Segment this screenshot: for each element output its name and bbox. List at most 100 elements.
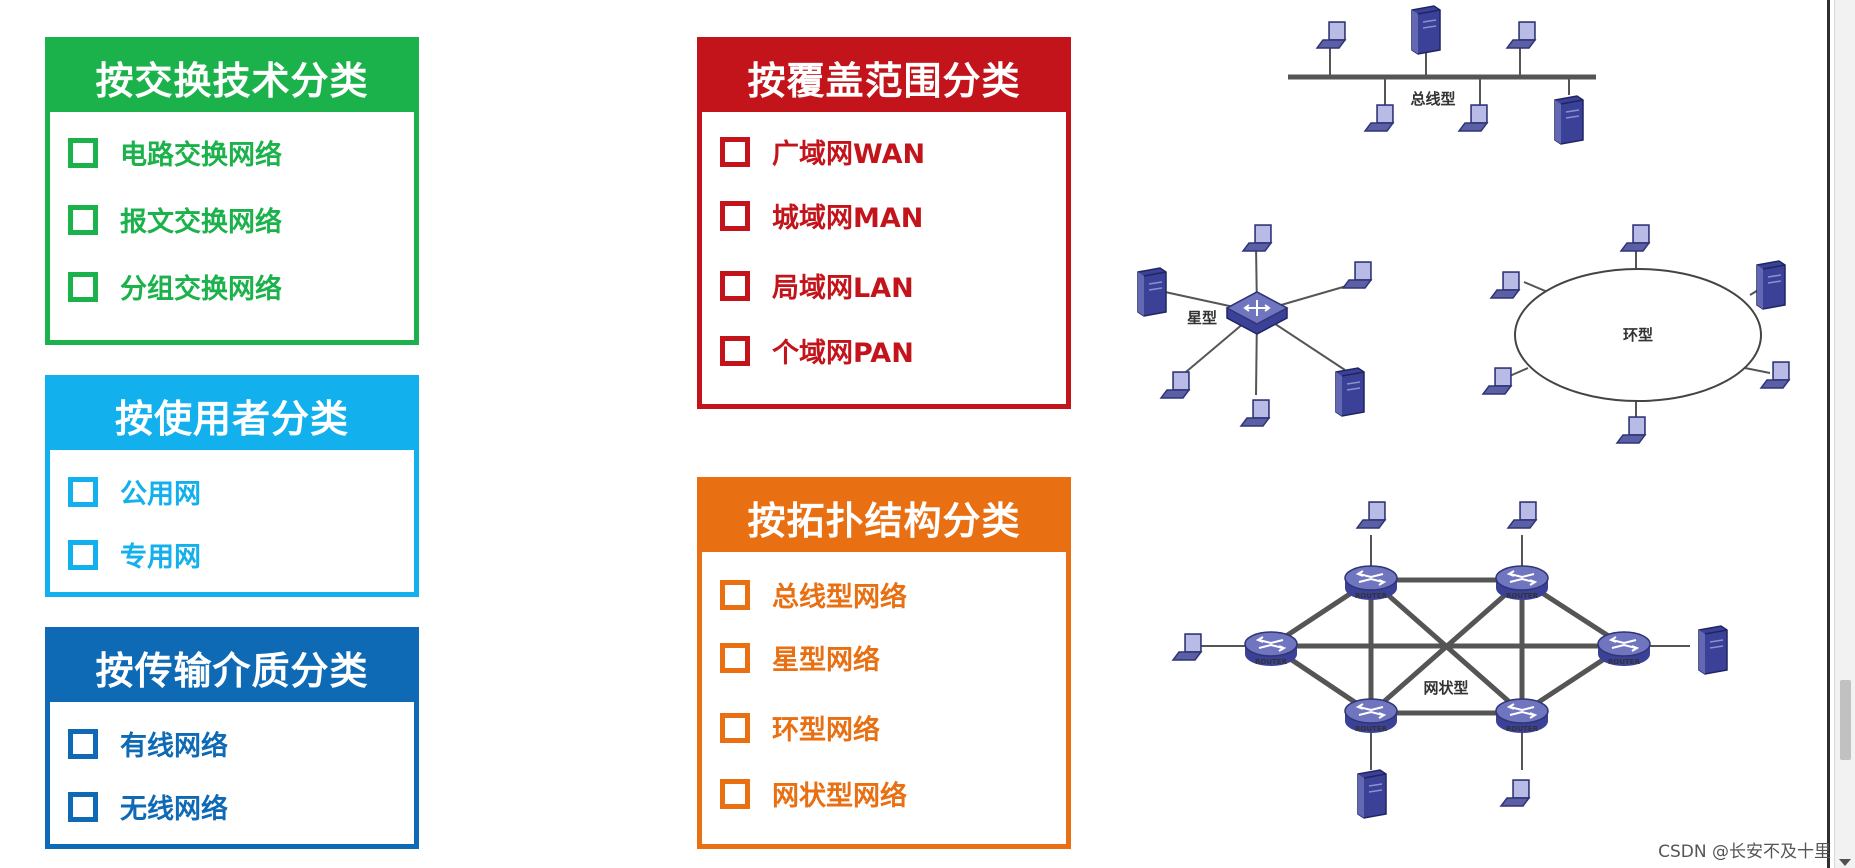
item-label: 环型网络 (772, 715, 880, 746)
checkbox-icon (720, 778, 750, 809)
card-medium-title: 按传输介质分类 (50, 632, 414, 702)
server-icon (1411, 5, 1441, 55)
checkbox-icon (68, 539, 98, 570)
item-label: 总线型网络 (772, 582, 907, 613)
footer-credit: CSDN @长安不及十里 (1658, 842, 1831, 862)
laptop-icon (1458, 104, 1488, 132)
item-label: 城域网MAN (772, 203, 924, 234)
switch-icon (1226, 291, 1288, 335)
checkbox-item[interactable]: 电路交换网络 (68, 133, 282, 172)
checkbox-icon (720, 136, 750, 167)
item-label: 电路交换网络 (120, 140, 282, 171)
router-caption: ROUTER (1608, 658, 1641, 666)
checkbox-icon (720, 335, 750, 366)
checkbox-item[interactable]: 环型网络 (720, 708, 880, 747)
item-label: 个域网PAN (772, 338, 914, 369)
checkbox-icon (720, 642, 750, 673)
item-label: 网状型网络 (772, 781, 907, 812)
laptop-icon (1160, 371, 1190, 399)
laptop-icon (1242, 224, 1272, 252)
checkbox-item[interactable]: 星型网络 (720, 638, 880, 677)
mesh-topology: ROUTER ROUTER ROUTER ROUTER ROUTER ROUTE… (1172, 501, 1728, 819)
laptop-icon (1342, 261, 1372, 289)
laptop-icon (1364, 104, 1394, 132)
checkbox-item[interactable]: 总线型网络 (720, 575, 907, 614)
checkbox-icon (720, 200, 750, 231)
laptop-icon (1507, 501, 1537, 529)
item-label: 广域网WAN (772, 139, 926, 170)
ring-topology: 环型 (1482, 224, 1790, 444)
checkbox-icon (68, 137, 98, 168)
laptop-icon (1500, 779, 1530, 807)
item-label: 报文交换网络 (120, 207, 282, 238)
star-topology: 星型 (1137, 224, 1372, 427)
checkbox-item[interactable]: 广域网WAN (720, 132, 925, 171)
card-topology-title: 按拓扑结构分类 (702, 482, 1066, 552)
laptop-icon (1240, 399, 1270, 427)
checkbox-item[interactable]: 城域网MAN (720, 196, 923, 235)
bus-label: 总线型 (1410, 90, 1455, 108)
checkbox-icon (68, 728, 98, 759)
card-user: 按使用者分类 公用网 专用网 (45, 375, 419, 597)
server-icon (1335, 367, 1365, 417)
card-user-title: 按使用者分类 (50, 380, 414, 450)
scroll-down-icon[interactable] (1839, 859, 1851, 866)
card-topology: 按拓扑结构分类 总线型网络 星型网络 环型网络 网状型网络 (697, 477, 1071, 849)
checkbox-item[interactable]: 公用网 (68, 472, 201, 511)
server-icon (1554, 95, 1584, 145)
router-caption: ROUTER (1355, 592, 1388, 600)
server-icon (1756, 260, 1786, 310)
card-switching-title: 按交换技术分类 (50, 42, 414, 112)
item-label: 有线网络 (120, 731, 228, 762)
item-label: 专用网 (120, 542, 201, 573)
laptop-icon (1506, 21, 1536, 49)
laptop-icon (1760, 361, 1790, 389)
star-label: 星型 (1187, 309, 1217, 327)
divider-line (1827, 0, 1830, 868)
laptop-icon (1172, 633, 1202, 661)
laptop-icon (1620, 224, 1650, 252)
router-caption: ROUTER (1506, 725, 1539, 733)
checkbox-icon (720, 270, 750, 301)
card-coverage: 按覆盖范围分类 广域网WAN 城域网MAN 局域网LAN 个域网PAN (697, 37, 1071, 409)
checkbox-icon (68, 271, 98, 302)
card-medium: 按传输介质分类 有线网络 无线网络 (45, 627, 419, 849)
checkbox-item[interactable]: 个域网PAN (720, 331, 914, 370)
ring-label: 环型 (1623, 326, 1653, 344)
item-label: 无线网络 (120, 794, 228, 825)
router-caption: ROUTER (1355, 725, 1388, 733)
checkbox-icon (68, 204, 98, 235)
mesh-label: 网状型 (1423, 679, 1468, 697)
vertical-scrollbar[interactable] (1834, 0, 1855, 868)
checkbox-item[interactable]: 无线网络 (68, 787, 228, 826)
router-caption: ROUTER (1255, 658, 1288, 666)
scroll-thumb[interactable] (1840, 680, 1851, 760)
card-coverage-title: 按覆盖范围分类 (702, 42, 1066, 112)
checkbox-item[interactable]: 分组交换网络 (68, 267, 282, 306)
checkbox-icon (720, 579, 750, 610)
router-caption: ROUTER (1506, 592, 1539, 600)
server-icon (1357, 769, 1387, 819)
server-icon (1698, 625, 1728, 675)
item-label: 局域网LAN (772, 273, 914, 304)
checkbox-icon (68, 476, 98, 507)
checkbox-icon (720, 712, 750, 743)
topology-diagrams: 总线型 星型 (1137, 5, 1790, 819)
checkbox-item[interactable]: 局域网LAN (720, 266, 914, 305)
laptop-icon (1356, 501, 1386, 529)
card-switching: 按交换技术分类 电路交换网络 报文交换网络 分组交换网络 (45, 37, 419, 345)
item-label: 公用网 (120, 479, 201, 510)
checkbox-item[interactable]: 有线网络 (68, 724, 228, 763)
laptop-icon (1490, 271, 1520, 299)
checkbox-item[interactable]: 专用网 (68, 535, 201, 574)
laptop-icon (1616, 416, 1646, 444)
laptop-icon (1482, 367, 1512, 395)
item-label: 星型网络 (772, 645, 880, 676)
checkbox-item[interactable]: 报文交换网络 (68, 200, 282, 239)
checkbox-item[interactable]: 网状型网络 (720, 774, 907, 813)
bus-topology: 总线型 (1288, 5, 1596, 145)
server-icon (1137, 267, 1167, 317)
laptop-icon (1316, 21, 1346, 49)
item-label: 分组交换网络 (120, 274, 282, 305)
checkbox-icon (68, 791, 98, 822)
